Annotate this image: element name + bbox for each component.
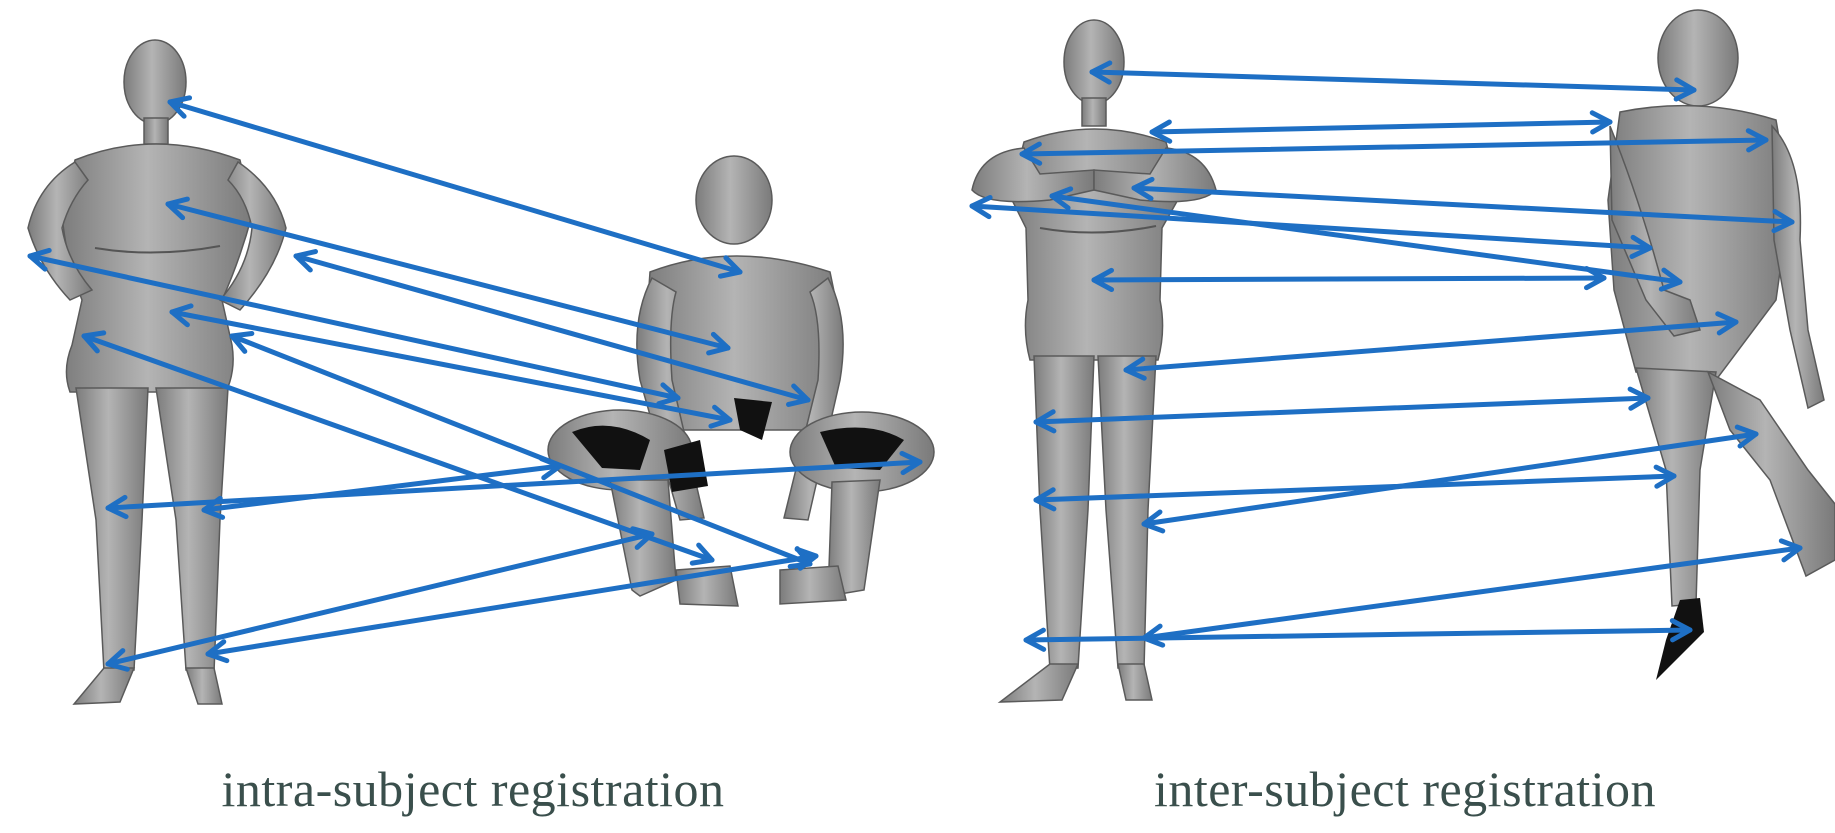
inter-source-body xyxy=(972,20,1216,702)
caption-inter-subject: inter-subject registration xyxy=(1055,760,1755,818)
inter-target-body xyxy=(1608,10,1835,606)
correspondence-arrow xyxy=(1092,63,1694,99)
arrow-shaft xyxy=(1092,72,1694,90)
correspondence-arrow xyxy=(1094,268,1604,289)
intra-source-body xyxy=(28,40,286,704)
arrow-shaft xyxy=(1094,278,1604,280)
correspondence-arrow xyxy=(1152,113,1610,141)
caption-intra-subject: intra-subject registration xyxy=(123,760,823,818)
inter-target-foot-hole xyxy=(1656,598,1704,680)
arrow-shaft xyxy=(1152,122,1610,132)
correspondence-arrows xyxy=(30,63,1800,669)
